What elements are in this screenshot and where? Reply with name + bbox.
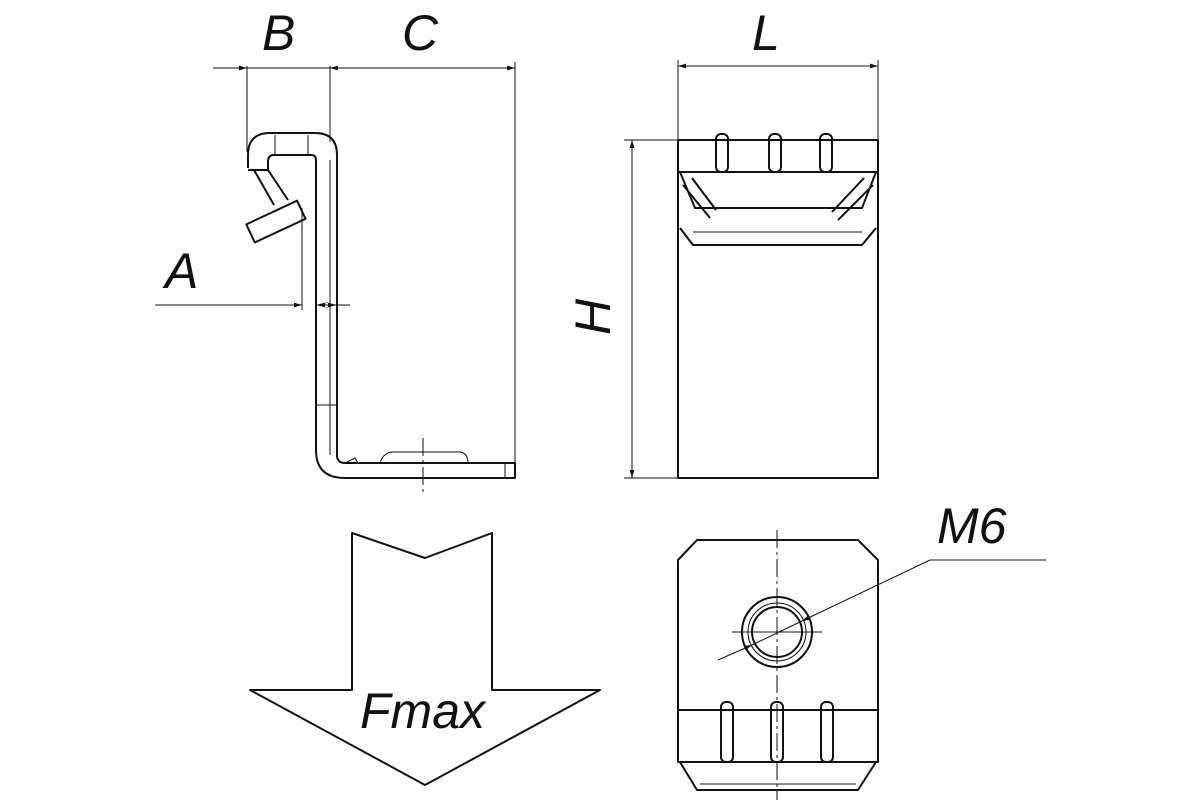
dimension-label-m6: M6 bbox=[937, 498, 1007, 554]
dimension-m6: M6 bbox=[717, 498, 1046, 661]
dimension-label-b: B bbox=[262, 5, 295, 61]
dimension-a: A bbox=[155, 208, 350, 310]
side-view: B C A bbox=[155, 5, 516, 495]
bottom-view: M6 bbox=[677, 498, 1046, 800]
dimension-label-c: C bbox=[402, 5, 439, 61]
front-view: L H bbox=[565, 5, 879, 479]
bracket-profile bbox=[245, 132, 516, 495]
dimension-label-l: L bbox=[752, 5, 780, 61]
dimension-h: H bbox=[565, 139, 678, 479]
dimension-l: L bbox=[677, 5, 879, 140]
dimension-label-h: H bbox=[565, 298, 621, 335]
force-arrow: Fmax bbox=[249, 532, 601, 786]
dimension-b-c: B C bbox=[213, 5, 516, 478]
dimension-label-a: A bbox=[162, 243, 198, 299]
force-label: Fmax bbox=[360, 683, 487, 739]
bracket-front bbox=[677, 133, 879, 479]
